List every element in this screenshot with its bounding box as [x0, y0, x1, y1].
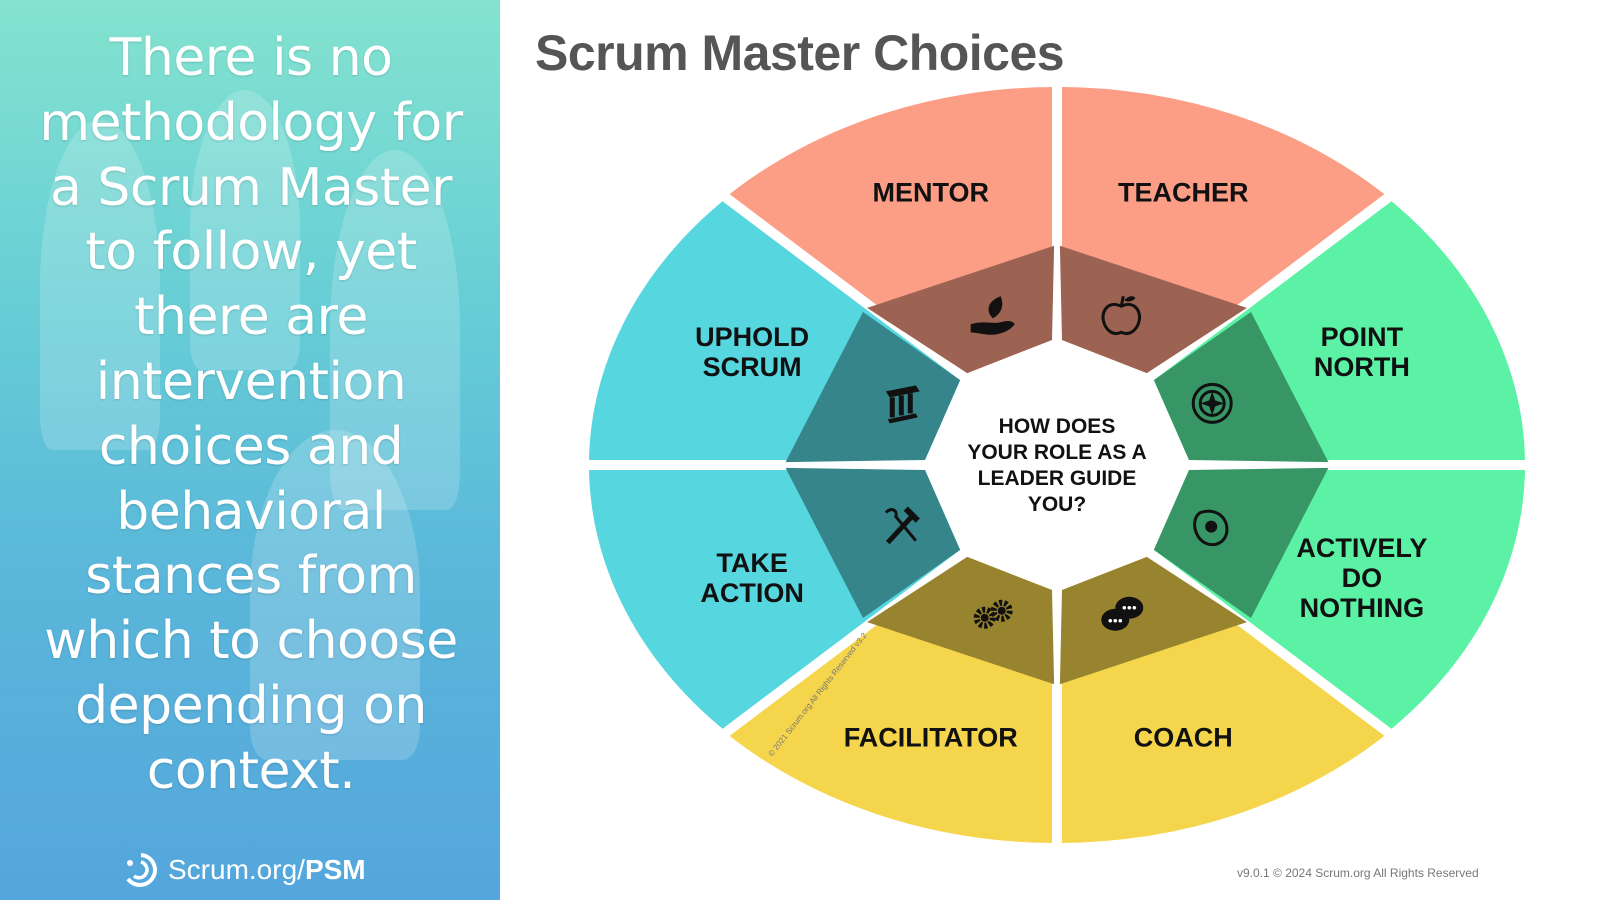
- background-person: [190, 90, 300, 370]
- tools-icon: [884, 506, 920, 545]
- chat-bubbles-icon: [1101, 596, 1144, 631]
- pillars-icon: [885, 385, 920, 424]
- apple-icon: [1101, 295, 1142, 335]
- hand-leaf-icon: [970, 296, 1015, 335]
- segment-label: COACH: [1134, 723, 1233, 753]
- segment-inner-band: [785, 467, 961, 618]
- page-title: Scrum Master Choices: [535, 25, 1065, 81]
- segment-inner-band: [1153, 467, 1329, 618]
- intro-statement: There is no methodology for a Scrum Mast…: [39, 28, 463, 801]
- segment-teacher[interactable]: TEACHER: [1059, 87, 1385, 374]
- segment-inner-band: [1059, 245, 1247, 374]
- segment-inner-band: [867, 556, 1055, 685]
- brand-text: Scrum.org/PSM: [168, 854, 366, 885]
- brand-logo[interactable]: Scrum.org/PSM: [120, 848, 366, 892]
- segment-mentor[interactable]: MENTOR: [729, 87, 1055, 374]
- center-octagon: [925, 340, 1189, 590]
- segment-facilitator[interactable]: FACILITATOR: [729, 556, 1055, 843]
- segment-inner-band: [1059, 556, 1247, 685]
- segment-inner-band: [867, 245, 1055, 374]
- compass-icon: [1191, 382, 1233, 424]
- scrum-logo-icon: [126, 853, 157, 887]
- gears-icon: [973, 599, 1013, 629]
- segment-coach[interactable]: COACH: [1059, 556, 1385, 843]
- version-note: v9.0.1 © 2024 Scrum.org All Rights Reser…: [1237, 866, 1479, 880]
- segment-inner-band: [1153, 312, 1329, 463]
- segment-label: FACILITATOR: [844, 723, 1018, 753]
- background-person: [330, 150, 460, 510]
- segment-label: TEACHER: [1118, 177, 1249, 207]
- eye-icon: [1193, 509, 1229, 547]
- segment-inner-band: [785, 312, 961, 463]
- background-person: [250, 430, 420, 760]
- segment-label: MENTOR: [872, 177, 989, 207]
- left-panel: There is no methodology for a Scrum Mast…: [0, 0, 500, 900]
- background-person: [40, 120, 160, 450]
